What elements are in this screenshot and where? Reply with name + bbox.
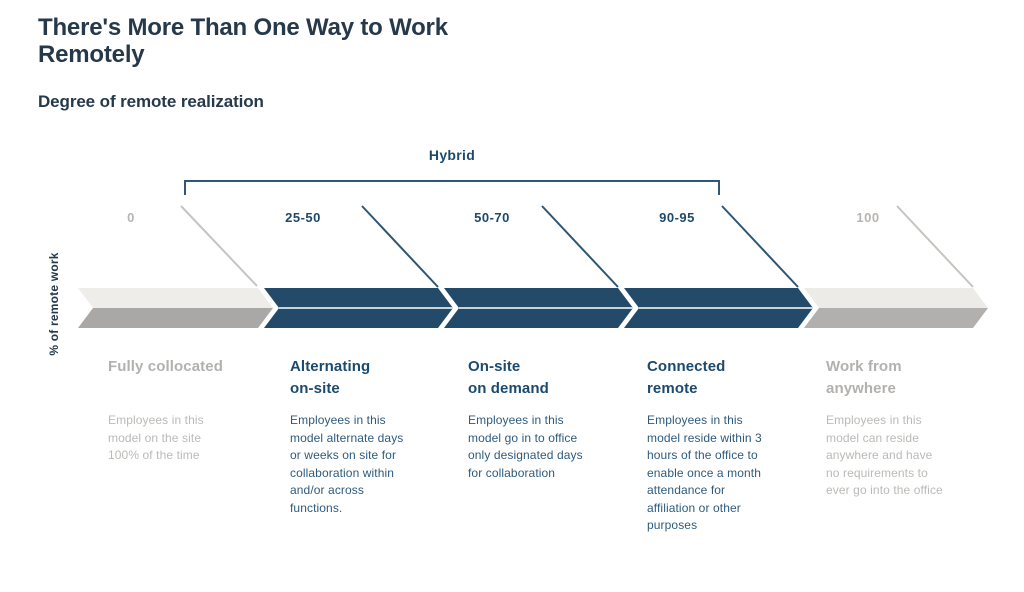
column-heading: Work from anywhere — [826, 358, 902, 397]
band-segment-5-bottom — [804, 308, 988, 328]
column-description: Employees in this model on the site 100%… — [108, 413, 204, 462]
page-title: There's More Than One Way to Work Remote… — [38, 14, 448, 68]
column-description: Employees in this model alternate days o… — [290, 413, 404, 515]
column-on-site-on-demand: On-site on demand Employees in this mode… — [468, 356, 640, 482]
band-segment-1-top — [78, 288, 273, 308]
segment-value-0: 0 — [127, 210, 135, 225]
segment-value-2: 50-70 — [474, 210, 510, 225]
band-segment-1-bottom — [78, 308, 273, 328]
column-description: Employees in this model reside within 3 … — [647, 413, 762, 532]
segment-diagonal-5 — [896, 205, 974, 288]
column-heading: On-site on demand — [468, 358, 549, 397]
segment-diagonal-3 — [541, 205, 619, 288]
column-fully-collocated: Fully collocated Employees in this model… — [108, 356, 280, 465]
page-subtitle: Degree of remote realization — [38, 92, 264, 111]
column-work-from-anywhere: Work from anywhere Employees in this mod… — [826, 356, 998, 500]
column-heading: Connected remote — [647, 358, 726, 397]
segment-value-1: 25-50 — [285, 210, 321, 225]
segment-diagonal-4 — [721, 205, 799, 288]
hybrid-bracket — [184, 180, 720, 195]
segment-value-4: 100 — [856, 210, 880, 225]
column-alternating-on-site: Alternating on-site Employees in this mo… — [290, 356, 462, 517]
segment-value-3: 90-95 — [659, 210, 695, 225]
column-heading: Fully collocated — [108, 358, 223, 375]
band-segment-5-top — [804, 288, 988, 308]
column-connected-remote: Connected remote Employees in this model… — [647, 356, 819, 535]
segment-diagonal-2 — [361, 205, 439, 288]
column-description: Employees in this model go in to office … — [468, 413, 583, 480]
column-heading: Alternating on-site — [290, 358, 371, 397]
hybrid-label: Hybrid — [428, 147, 476, 163]
segment-diagonal-1 — [180, 205, 258, 287]
column-description: Employees in this model can reside anywh… — [826, 413, 943, 497]
